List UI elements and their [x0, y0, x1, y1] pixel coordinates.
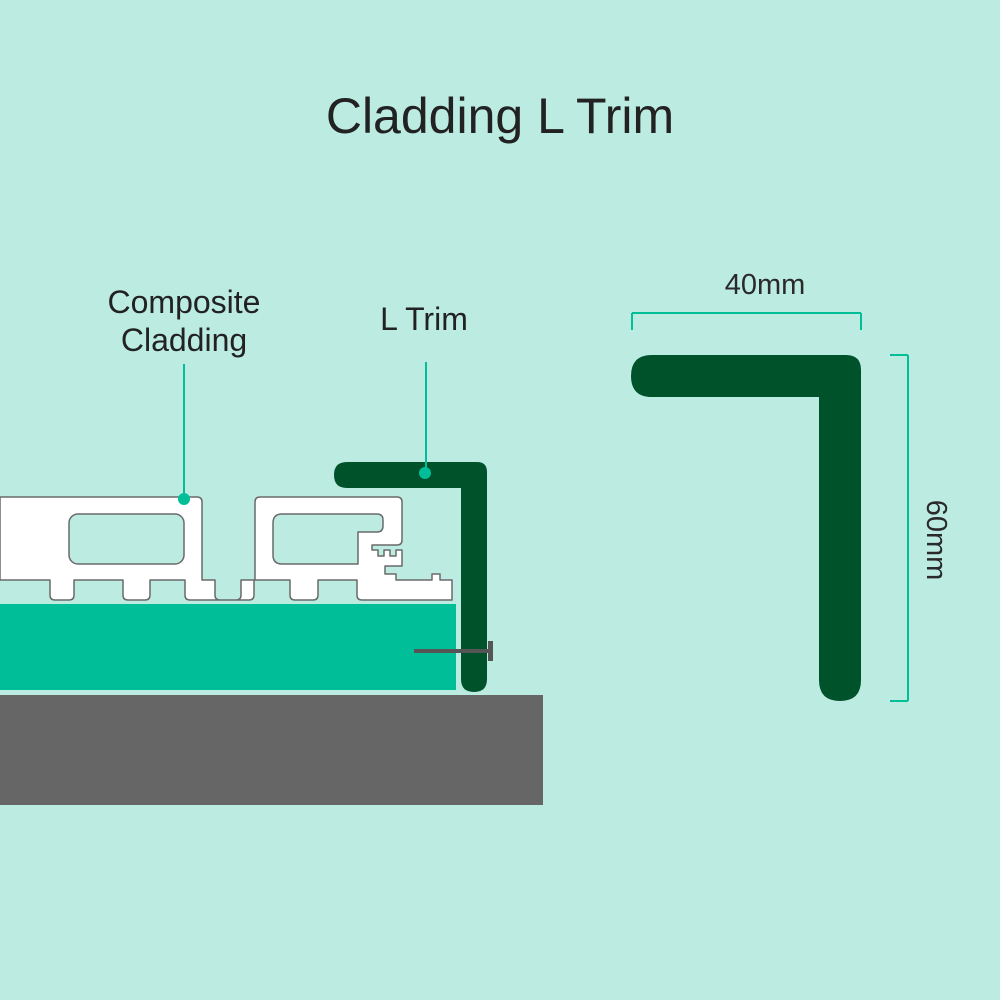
base-substrate: [0, 695, 543, 805]
composite-cladding-profile: [0, 496, 453, 601]
composite-cladding-label-line1: Composite: [108, 284, 261, 320]
composite-cladding-marker: [178, 493, 190, 505]
l-trim-label: L Trim: [380, 301, 468, 337]
height-dimension-label: 60mm: [920, 500, 952, 581]
composite-cladding-label-line2: Cladding: [121, 322, 247, 358]
height-dimension-bracket: [890, 354, 909, 702]
width-dimension-label: 40mm: [725, 269, 806, 301]
batten-layer: [0, 604, 456, 690]
l-trim-installed: [334, 462, 487, 692]
width-dimension-bracket: [631, 312, 862, 330]
l-trim-profile-large: [631, 355, 861, 701]
l-trim-marker: [419, 467, 431, 479]
screw: [414, 641, 493, 661]
diagram-title: Cladding L Trim: [326, 88, 674, 144]
